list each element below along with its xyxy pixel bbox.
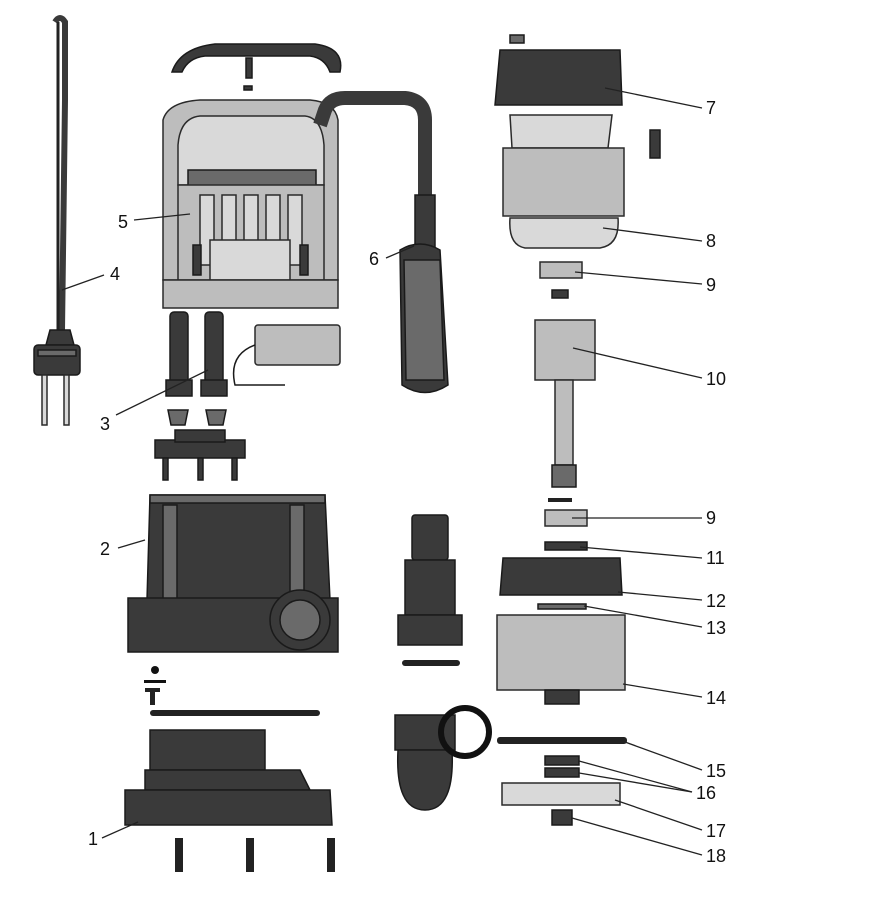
hose-adapter <box>397 514 463 666</box>
callout-label-16: 16 <box>696 783 716 803</box>
callout-label-10: 10 <box>706 369 726 389</box>
callout-label-8: 8 <box>706 231 716 251</box>
float-switch <box>399 194 449 394</box>
callout-label-9b: 9 <box>706 508 716 528</box>
screw-and-gasket <box>144 666 320 716</box>
callout-label-2: 2 <box>100 539 110 559</box>
handle-housing <box>162 43 432 309</box>
callout-label-7: 7 <box>706 98 716 118</box>
callout-label-14: 14 <box>706 688 726 708</box>
callout-label-5: 5 <box>118 212 128 232</box>
leader-lines <box>61 87 703 856</box>
bearing-upper <box>539 261 583 279</box>
impeller-parts <box>497 737 627 826</box>
drain-cap <box>394 705 492 811</box>
bearing-lower <box>544 498 588 551</box>
pump-chamber <box>496 614 626 705</box>
capacitor-assembly <box>165 311 341 426</box>
callout-label-17: 17 <box>706 821 726 841</box>
callout-label-12: 12 <box>706 591 726 611</box>
rotor-shaft <box>534 289 596 488</box>
callout-label-18: 18 <box>706 846 726 866</box>
callout-label-9a: 9 <box>706 275 716 295</box>
motor-housing <box>127 494 339 653</box>
callout-label-6: 6 <box>369 249 379 269</box>
callout-label-3: 3 <box>100 414 110 434</box>
callout-label-13: 13 <box>706 618 726 638</box>
callout-label-4: 4 <box>110 264 120 284</box>
callout-label-11: 11 <box>706 548 725 568</box>
seal-housing <box>499 557 623 610</box>
terminal-block <box>154 429 246 481</box>
base <box>124 729 335 872</box>
callout-label-15: 15 <box>706 761 726 781</box>
callout-label-1: 1 <box>88 829 98 849</box>
power-cord <box>33 15 81 426</box>
top-cap <box>494 34 623 106</box>
upper-housing <box>502 114 661 249</box>
